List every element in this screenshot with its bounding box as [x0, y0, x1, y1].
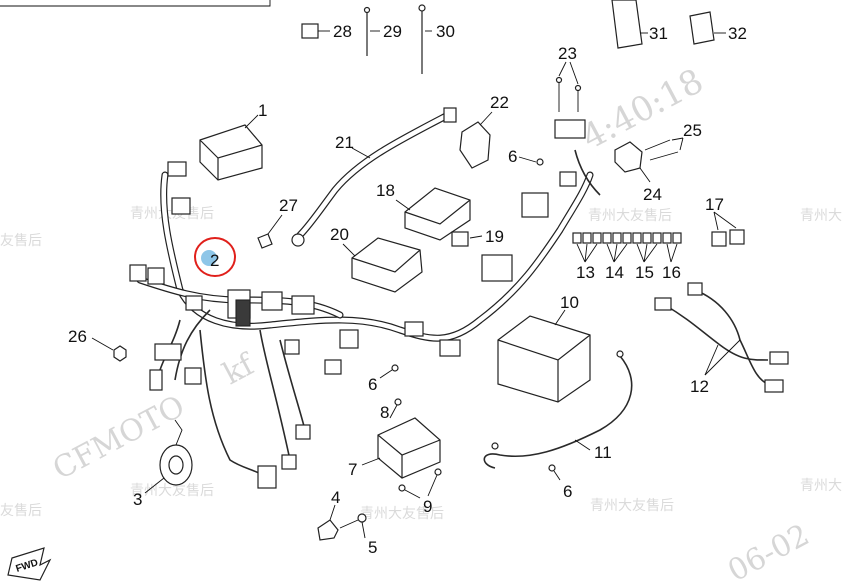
part-19-plug: [451, 231, 483, 247]
watermark-dealer-5: 青州大友售后: [590, 498, 674, 514]
watermark-dealer-right: 青州大: [800, 208, 842, 224]
part-21-sensor-cable: [291, 107, 457, 247]
watermark-dealer-left: 友售后: [0, 233, 42, 249]
part-31-label: [611, 0, 648, 49]
watermark-brand-partial: kf: [217, 347, 261, 393]
callout-29[interactable]: 29: [383, 22, 402, 41]
callout-18[interactable]: 18: [376, 181, 395, 200]
callout-10[interactable]: 10: [560, 293, 579, 312]
part-2-marker: [201, 250, 217, 266]
callout-12[interactable]: 12: [690, 377, 709, 396]
callout-21[interactable]: 21: [335, 133, 354, 152]
part-5-bolt: [339, 513, 367, 539]
callout-7[interactable]: 7: [348, 460, 357, 479]
watermark-dealer-4: 青州大友售后: [360, 506, 444, 522]
watermark-dealer-right-2: 青州大: [800, 478, 842, 494]
watermark-time-stamp: 4:40:18: [575, 61, 710, 158]
callout-22[interactable]: 22: [490, 93, 509, 112]
callout-3[interactable]: 3: [133, 490, 142, 509]
callout-8[interactable]: 8: [380, 403, 389, 422]
callout-4[interactable]: 4: [331, 488, 340, 507]
part-24-sensor: [614, 141, 651, 183]
part-9-screw: [398, 468, 442, 499]
callout-25[interactable]: 25: [683, 121, 702, 140]
part-27-clip: [257, 214, 283, 249]
part-6-screws: [379, 156, 561, 481]
part-17-relays: [711, 211, 745, 247]
part-7-relay-box: [361, 417, 441, 479]
part-10-battery: [497, 309, 591, 403]
part-1-module: [199, 114, 263, 181]
callout-20[interactable]: 20: [330, 225, 349, 244]
watermark-dealer-2: 青州大友售后: [588, 208, 672, 224]
callout-11[interactable]: 11: [594, 443, 612, 462]
callout-30[interactable]: 30: [436, 22, 455, 41]
part-13-16-fuses: [572, 232, 682, 263]
part-23-bracket: [554, 61, 586, 139]
callout-labels: 1 2 3 4 5 6 6 6 7 8 9 10 11 12 13 14 15 …: [68, 22, 747, 557]
part-20-module: [342, 237, 423, 293]
callout-17[interactable]: 17: [705, 195, 724, 214]
callout-5[interactable]: 5: [368, 538, 377, 557]
callout-24[interactable]: 24: [643, 185, 662, 204]
part-29-pin: [363, 6, 380, 56]
callout-31[interactable]: 31: [649, 24, 668, 43]
part-4-grommet: [317, 504, 339, 541]
part-25-screws: [644, 137, 684, 161]
callout-26[interactable]: 26: [68, 327, 87, 346]
part-26-nut: [91, 337, 127, 362]
part-30-rod: [418, 4, 432, 74]
callout-6a[interactable]: 6: [508, 147, 517, 166]
callout-28[interactable]: 28: [333, 22, 352, 41]
watermark-dealer-left-2: 友售后: [0, 503, 42, 519]
callout-6b[interactable]: 6: [368, 375, 377, 394]
frame-corner: [0, 0, 271, 7]
part-3-horn: [144, 419, 193, 494]
part-11-cable: [483, 350, 633, 469]
part-2-highlight[interactable]: [194, 237, 236, 277]
part-2-red-ring: [194, 237, 236, 277]
callout-32[interactable]: 32: [728, 24, 747, 43]
callout-1[interactable]: 1: [258, 101, 267, 120]
callout-27[interactable]: 27: [279, 196, 298, 215]
callout-23[interactable]: 23: [558, 44, 577, 63]
harness-connectors: [129, 161, 577, 489]
callout-9[interactable]: 9: [423, 497, 432, 516]
part-32-label: [689, 11, 726, 45]
callout-15[interactable]: 15: [635, 263, 654, 282]
callout-6c[interactable]: 6: [563, 482, 572, 501]
watermark-dealer-3: 青州大友售后: [130, 483, 214, 499]
watermark-date-stamp: 06-02: [722, 518, 815, 584]
part-18-module: [395, 187, 471, 241]
part-22-sensor: [459, 111, 493, 169]
fwd-arrow: FWD: [7, 547, 52, 581]
callout-2[interactable]: 2: [210, 251, 219, 270]
part-12-sensor-leads: [654, 282, 789, 393]
part-8-screw: [389, 398, 402, 419]
callout-19[interactable]: 19: [485, 227, 504, 246]
part-28-plug: [301, 23, 330, 39]
callout-13[interactable]: 13: [576, 263, 595, 282]
callout-16[interactable]: 16: [662, 263, 681, 282]
callout-14[interactable]: 14: [605, 263, 624, 282]
